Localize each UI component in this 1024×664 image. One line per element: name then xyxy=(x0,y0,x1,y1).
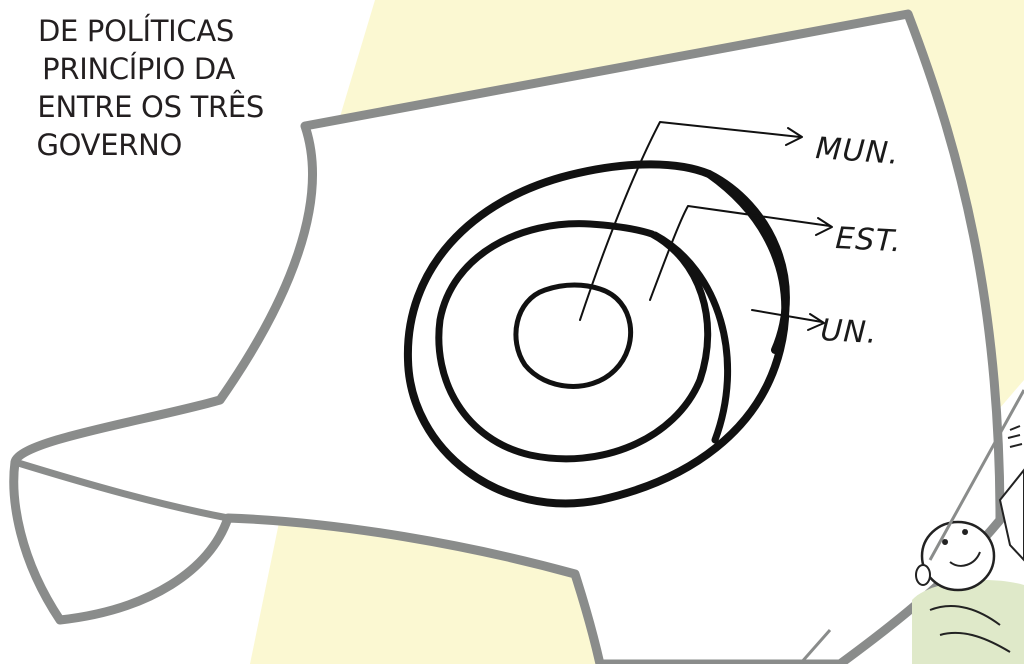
caption-text: DE POLÍTICAS PRINCÍPIO DA ENTRE OS TRÊS … xyxy=(0,12,300,164)
label-municipal: MUN. xyxy=(814,131,900,172)
label-state: EST. xyxy=(835,221,903,259)
caption-line-2: PRINCÍPIO DA xyxy=(0,50,300,88)
caption-line-3: ENTRE OS TRÊS xyxy=(0,88,300,126)
scribble-mark xyxy=(1008,426,1022,447)
person-ear xyxy=(916,565,930,585)
caption-line-4: GOVERNO xyxy=(0,126,300,164)
label-union: UN. xyxy=(820,313,879,351)
caption-line-1: DE POLÍTICAS xyxy=(0,12,300,50)
